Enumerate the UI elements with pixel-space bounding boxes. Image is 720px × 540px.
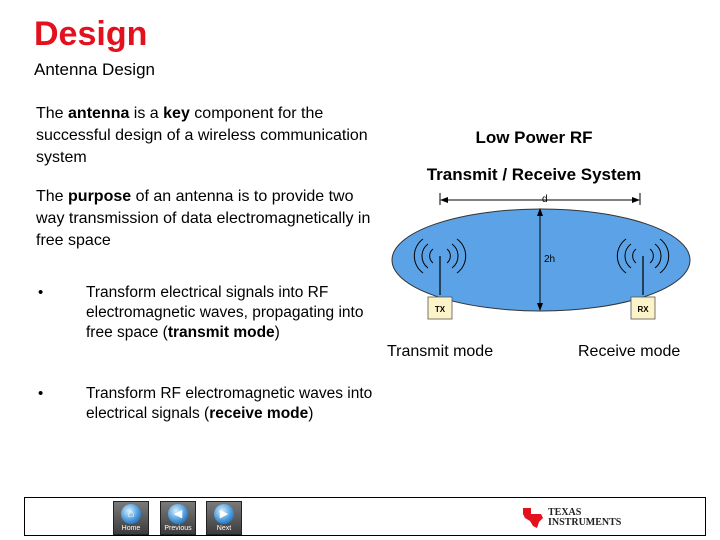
bullet-receive-close: ): [308, 405, 314, 422]
distance-arrowhead-right: [632, 197, 640, 203]
next-button-label: Next: [216, 525, 232, 532]
p1-bold-key: key: [163, 105, 190, 122]
coverage-ellipse: [391, 208, 691, 312]
bullet-transmit-bold: transmit mode: [167, 324, 275, 341]
bullet-transmit-text: Transform electrical signals into RF ele…: [86, 284, 364, 341]
diagram-title-line1: Low Power RF: [475, 128, 593, 147]
paragraph-antenna-purpose: The purpose of an antenna is to provide …: [36, 186, 376, 252]
bullet-receive-bold: receive mode: [209, 405, 309, 422]
logo-text-instruments: INSTRUMENTS: [548, 517, 622, 528]
transmit-mode-caption: Transmit mode: [387, 343, 494, 360]
rx-label: RX: [637, 305, 649, 314]
previous-button-label: Previous: [164, 525, 192, 532]
page-subtitle: Antenna Design: [34, 60, 155, 79]
arrow-left-icon: ◀: [173, 508, 183, 520]
texas-instruments-logo: TEXAS INSTRUMENTS: [521, 506, 641, 530]
bullet-transmit-close: ): [274, 324, 280, 341]
page-title: Design: [34, 15, 148, 53]
home-icon: ⌂: [127, 508, 135, 520]
footer-nav-bar: ⌂ Home ◀ Previous ▶ Next TEXAS INSTRUMEN…: [24, 497, 706, 536]
previous-button[interactable]: ◀ Previous: [160, 501, 196, 535]
bullet-receive-text: Transform RF electromagnetic waves into …: [86, 385, 373, 422]
home-button-label: Home: [121, 525, 141, 532]
rx-box: [630, 296, 656, 320]
next-icon-bg: [214, 504, 234, 524]
height-arrowhead-top: [537, 208, 543, 216]
texas-state-icon: [523, 508, 543, 528]
previous-icon-bg: [168, 504, 188, 524]
p1-bold-antenna: antenna: [68, 105, 130, 122]
diagram-title-line2: Transmit / Receive System: [426, 165, 642, 184]
height-label: 2h: [544, 254, 555, 265]
bullet-transmit: Transform electrical signals into RF ele…: [86, 283, 376, 343]
p1-mid: is a: [129, 105, 164, 122]
p2-pre: The: [36, 188, 69, 205]
receive-mode-caption: Receive mode: [578, 343, 681, 360]
home-button[interactable]: ⌂ Home: [113, 501, 149, 535]
logo-text-texas: TEXAS: [548, 507, 582, 518]
distance-arrowhead-left: [440, 197, 448, 203]
next-button[interactable]: ▶ Next: [206, 501, 242, 535]
bullet-marker: •: [38, 284, 44, 301]
p1-post: component for the successful design of a…: [36, 105, 368, 166]
tx-box: [427, 296, 453, 320]
distance-label: d: [542, 194, 548, 205]
tx-label: TX: [435, 305, 446, 314]
bullet-receive: Transform RF electromagnetic waves into …: [86, 384, 376, 424]
bullet-marker: •: [38, 385, 44, 402]
height-arrowhead-bottom: [537, 303, 543, 311]
p1-pre: The: [36, 105, 69, 122]
p2-bold-purpose: purpose: [68, 188, 132, 205]
arrow-right-icon: ▶: [219, 508, 229, 520]
tx-antenna-icon: [413, 238, 467, 295]
paragraph-antenna-key: The antenna is a key component for the s…: [36, 103, 376, 169]
rx-antenna-icon: [616, 238, 670, 295]
home-icon-bg: [121, 504, 141, 524]
p2-post: of an antenna is to provide two way tran…: [36, 188, 371, 249]
rf-system-diagram: d 2h TX RX: [391, 193, 691, 320]
